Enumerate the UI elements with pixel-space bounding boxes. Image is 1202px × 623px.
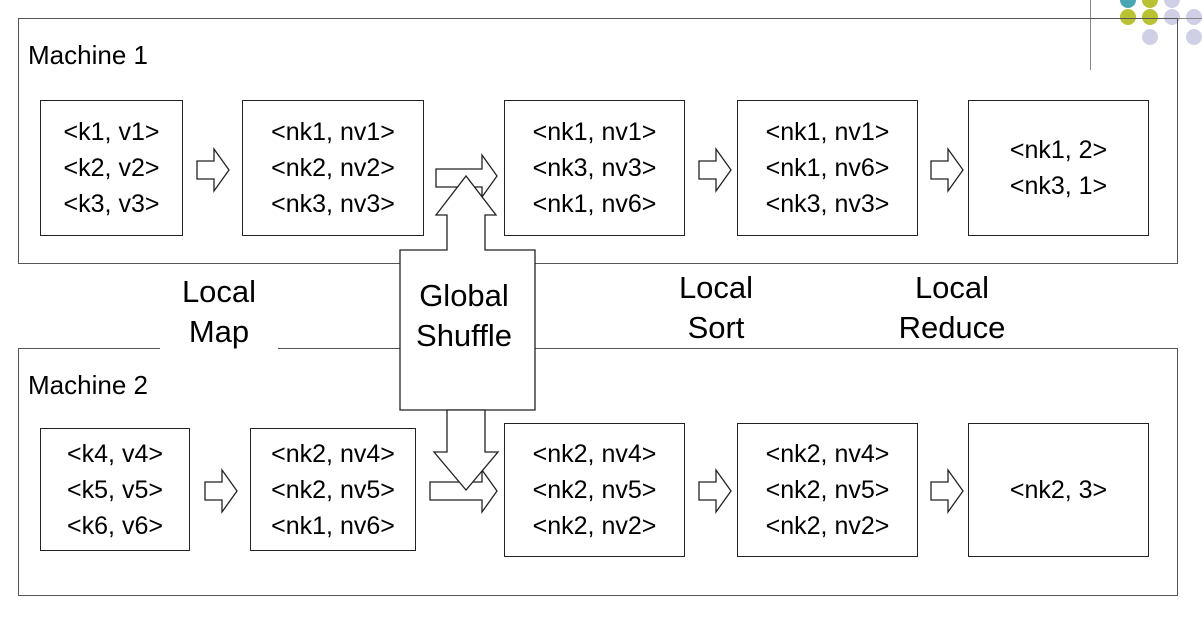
machine-2-label: Machine 2 [28,370,148,400]
stage-line: Shuffle [416,318,512,353]
kv-pair: <nk1, nv6> [532,190,657,218]
m1-reduced-box: <nk1, 2> <nk3, 1> [968,100,1149,236]
stage-line: Map [188,314,250,349]
decor-line-vertical [1090,0,1091,70]
kv-pair: <nk2, nv2> [532,512,657,540]
decor-dot-olive [1120,9,1136,25]
stage-line: Local [914,270,990,305]
kv-pair: <nk1, 2> [1009,136,1108,164]
m1-input-box: <k1, v1> <k2, v2> <k3, v3> [40,100,183,236]
stage-line: Local [678,270,754,305]
m2-sort-arrow [698,467,732,515]
m2-shuffled-box: <nk2, nv4> <nk2, nv5> <nk2, nv2> [504,423,685,557]
kv-pair: <nk2, nv2> [765,512,890,540]
decor-dot-lilac [1186,9,1202,25]
kv-pair: <nk2, nv5> [765,476,890,504]
decor-dot-lilac [1142,29,1158,45]
kv-pair: <nk2, nv5> [271,475,395,504]
stage-line: Global [419,278,509,313]
decor-dot-lilac [1164,9,1180,25]
m1-map-arrow [196,146,230,194]
machine-2-frame [18,348,1178,596]
m1-sort-arrow [698,146,732,194]
decor-dot-olive [1142,9,1158,25]
stage-line: Local [181,274,257,309]
kv-pair: <nk3, 1> [1009,172,1108,200]
stage-line: Sort [687,310,745,345]
stage-global-shuffle: Global Shuffle [401,276,527,356]
m2-map-arrow [204,467,238,515]
shuffle-down-arrow [432,409,500,492]
kv-pair: <k2, v2> [63,154,160,182]
kv-pair: <k6, v6> [67,511,163,540]
kv-pair: <nk2, nv4> [271,439,395,468]
kv-pair: <k3, v3> [63,190,160,218]
kv-pair: <nk1, nv1> [271,118,395,146]
kv-pair: <nk3, nv3> [532,154,657,182]
kv-pair: <nk1, nv6> [271,511,395,540]
m1-reduce-arrow [930,146,964,194]
kv-pair: <nk2, 3> [1009,476,1108,504]
kv-pair: <nk1, nv1> [532,118,657,146]
decor-dot-olive [1142,0,1158,8]
kv-pair: <nk2, nv2> [271,154,395,182]
kv-pair: <nk2, nv4> [532,440,657,468]
m2-reduce-arrow [930,467,964,515]
m2-mapped-box: <nk2, nv4> <nk2, nv5> <nk1, nv6> [250,428,416,551]
m1-mapped-box: <nk1, nv1> <nk2, nv2> <nk3, nv3> [242,100,424,236]
m2-shuffle-arrow [429,467,498,515]
m2-reduced-box: <nk2, 3> [968,423,1149,557]
m2-sorted-box: <nk2, nv4> <nk2, nv5> <nk2, nv2> [737,423,918,557]
kv-pair: <nk3, nv3> [271,190,395,218]
kv-pair: <nk3, nv3> [765,190,890,218]
kv-pair: <k5, v5> [67,475,163,504]
m1-shuffled-box: <nk1, nv1> <nk3, nv3> <nk1, nv6> [504,100,685,236]
kv-pair: <k4, v4> [67,439,163,468]
kv-pair: <nk1, nv6> [765,154,890,182]
m1-sorted-box: <nk1, nv1> <nk1, nv6> <nk3, nv3> [737,100,918,236]
machine-1-label: Machine 1 [28,40,148,70]
stage-local-sort: Local Sort [656,268,776,348]
decor-dot-lilac [1164,0,1180,8]
kv-pair: <nk1, nv1> [765,118,890,146]
kv-pair: <k1, v1> [63,118,160,146]
kv-pair: <nk2, nv4> [765,440,890,468]
decor-dot-teal [1120,0,1136,8]
stage-local-map: Local Map [160,272,278,352]
stage-line: Reduce [898,310,1006,345]
kv-pair: <nk2, nv5> [532,476,657,504]
m2-input-box: <k4, v4> <k5, v5> <k6, v6> [40,428,190,551]
stage-local-reduce: Local Reduce [880,268,1024,348]
machine-1-frame [18,18,1178,264]
decor-dot-lilac [1186,29,1202,45]
